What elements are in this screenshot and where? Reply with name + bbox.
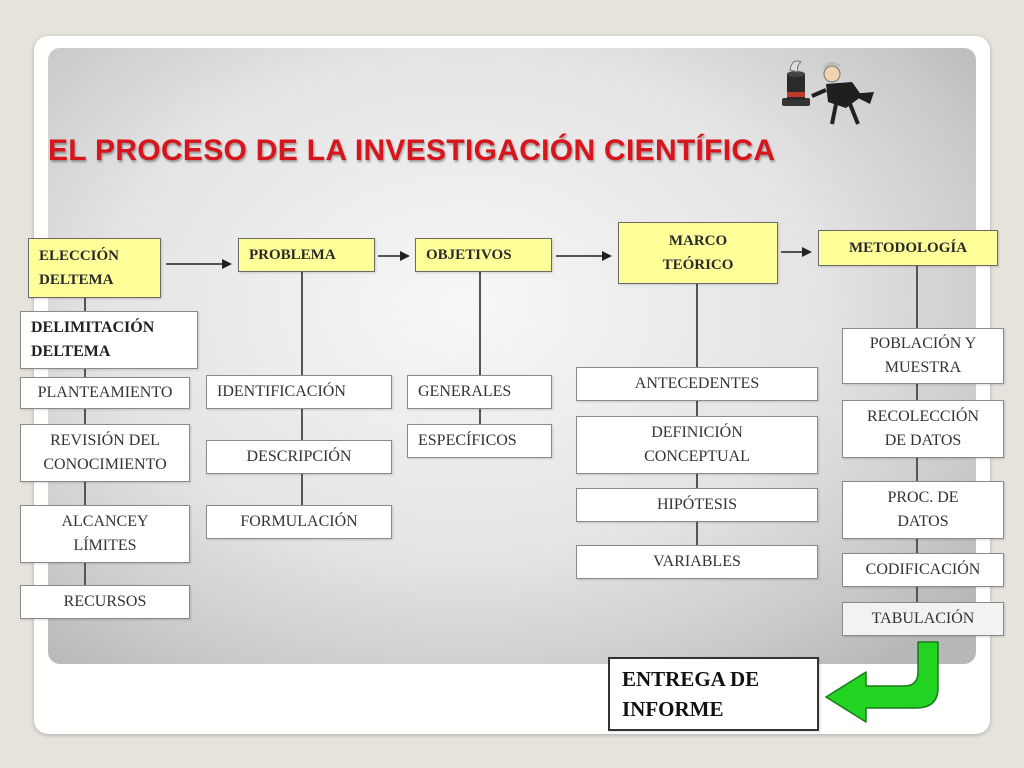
- step-recursos: RECURSOS: [20, 585, 190, 619]
- slide-background: [48, 48, 976, 664]
- stage-label: MARCO TEÓRICO: [662, 233, 734, 273]
- step-label: RECURSOS: [63, 593, 147, 610]
- step-label: PROC. DE DATOS: [887, 489, 959, 530]
- step-label: GENERALES: [418, 383, 512, 400]
- step-label: RECOLECCIÓN DE DATOS: [867, 408, 979, 449]
- step-alcance-y-limites: ALCANCEY LÍMITES: [20, 505, 190, 563]
- step-hipotesis: HIPÓTESIS: [576, 488, 818, 522]
- step-label: DELIMITACIÓN DELTEMA: [31, 319, 155, 360]
- page-title: EL PROCESO DE LA INVESTIGACIÓN CIENTÍFIC…: [48, 134, 776, 167]
- stage-problema: PROBLEMA: [238, 238, 375, 272]
- stage-metodologia: METODOLOGÍA: [818, 230, 998, 266]
- step-generales: GENERALES: [407, 375, 552, 409]
- stage-objetivos: OBJETIVOS: [415, 238, 552, 272]
- step-antecedentes: ANTECEDENTES: [576, 367, 818, 401]
- step-recoleccion-de-datos: RECOLECCIÓN DE DATOS: [842, 400, 1004, 458]
- step-label: REVISIÓN DEL CONOCIMIENTO: [43, 432, 167, 473]
- step-label: IDENTIFICACIÓN: [217, 383, 346, 400]
- stage-label: ELECCIÓN DELTEMA: [39, 248, 120, 288]
- step-planteamiento: PLANTEAMIENTO: [20, 377, 190, 409]
- stage-label: METODOLOGÍA: [848, 240, 968, 256]
- step-label: DESCRIPCIÓN: [246, 448, 352, 465]
- step-label: ALCANCEY LÍMITES: [61, 513, 149, 554]
- stage-label: OBJETIVOS: [426, 247, 512, 263]
- step-tabulacion: TABULACIÓN: [842, 602, 1004, 636]
- final-label: ENTREGA DE INFORME: [622, 667, 760, 721]
- step-label: FORMULACIÓN: [240, 513, 358, 530]
- step-identificacion: IDENTIFICACIÓN: [206, 375, 392, 409]
- step-label: VARIABLES: [653, 553, 741, 570]
- step-label: POBLACIÓN Y MUESTRA: [869, 335, 977, 376]
- step-label: PLANTEAMIENTO: [37, 384, 173, 401]
- step-label: ANTECEDENTES: [634, 375, 760, 392]
- step-delimitacion-del-tema: DELIMITACIÓN DELTEMA: [20, 311, 198, 369]
- step-definicion-conceptual: DEFINICIÓN CONCEPTUAL: [576, 416, 818, 474]
- step-descripcion: DESCRIPCIÓN: [206, 440, 392, 474]
- final-entrega-de-informe: ENTREGA DE INFORME: [608, 657, 819, 731]
- step-label: CODIFICACIÓN: [865, 561, 981, 578]
- step-especificos: ESPECÍFICOS: [407, 424, 552, 458]
- step-codificacion: CODIFICACIÓN: [842, 553, 1004, 587]
- stage-3-connector: [479, 272, 481, 440]
- step-label: ESPECÍFICOS: [418, 432, 517, 449]
- step-label: DEFINICIÓN CONCEPTUAL: [644, 424, 750, 465]
- stage-eleccion-del-tema: ELECCIÓN DELTEMA: [28, 238, 161, 298]
- return-arrow-icon: [825, 641, 939, 723]
- step-label: TABULACIÓN: [871, 610, 975, 627]
- step-revision-del-conocimiento: REVISIÓN DEL CONOCIMIENTO: [20, 424, 190, 482]
- step-variables: VARIABLES: [576, 545, 818, 579]
- step-label: HIPÓTESIS: [656, 496, 737, 513]
- stage-marco-teorico: MARCO TEÓRICO: [618, 222, 778, 284]
- stage-label: PROBLEMA: [249, 247, 336, 263]
- step-proc-de-datos: PROC. DE DATOS: [842, 481, 1004, 539]
- step-poblacion-y-muestra: POBLACIÓN Y MUESTRA: [842, 328, 1004, 384]
- step-formulacion: FORMULACIÓN: [206, 505, 392, 539]
